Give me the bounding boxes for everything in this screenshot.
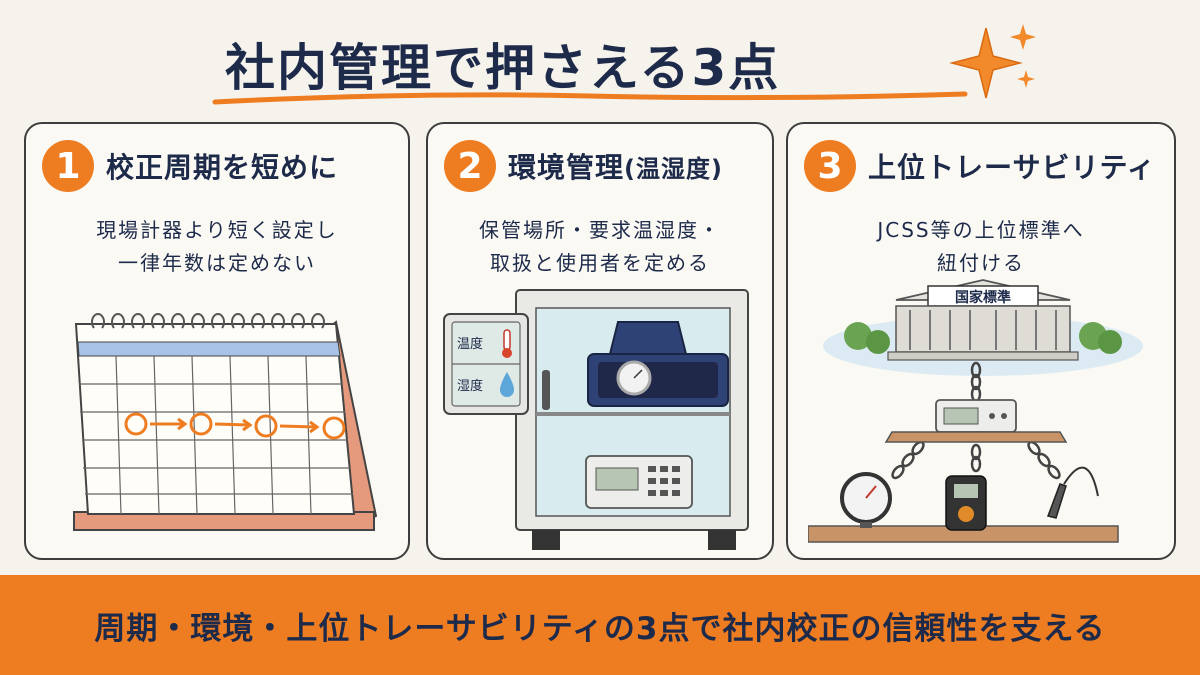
page-title: 社内管理で押さえる3点 [225,39,781,97]
summary-banner: 周期・環境・上位トレーサビリティの3点で社内校正の信頼性を支える [0,575,1200,675]
desc-line: 保管場所・要求温湿度・ [479,218,721,242]
step-number-badge: 2 [444,140,496,192]
card-description: 現場計器より短く設定し 一律年数は定めない [26,214,408,280]
cabinet-icon: 温度 湿度 [443,289,749,550]
title-underline [212,91,968,105]
card-title-main: 環境管理 [508,151,625,184]
gauge-icon [840,472,892,528]
step-number-badge: 1 [42,140,94,192]
desc-line: 一律年数は定めない [118,251,316,275]
card-header: 1 校正周期を短めに [42,140,338,192]
desc-line: JCSS等の上位標準へ [877,218,1085,242]
card-header: 2 環境管理(温湿度) [444,140,723,192]
card-title: 環境管理(温湿度) [508,146,723,186]
calendar-icon [73,313,378,531]
card-title: 校正周期を短めに [106,151,339,184]
card-description: JCSS等の上位標準へ 紐付ける [788,214,1174,280]
card-traceability: 3 上位トレーサビリティ JCSS等の上位標準へ 紐付ける 国家標準 [786,122,1176,560]
desc-line: 紐付ける [937,251,1025,275]
desc-line: 取扱と使用者を定める [490,251,710,275]
banner-text: 周期・環境・上位トレーサビリティの3点で社内校正の信頼性を支える [94,610,1106,647]
water-drop-icon [500,372,514,397]
building-label: 国家標準 [955,289,1011,306]
building-icon: 国家標準 [823,279,1143,376]
header: 社内管理で押さえる3点 [0,18,1200,108]
panel-temp-label: 温度 [457,336,483,352]
card-description: 保管場所・要求温湿度・ 取扱と使用者を定める [428,214,772,280]
panel-humidity-label: 湿度 [457,378,483,394]
sparkle-icon [949,24,1036,99]
traceability-illustration: 国家標準 [808,279,1143,543]
card-title-paren: (温湿度) [624,155,723,183]
card-environment: 2 環境管理(温湿度) 保管場所・要求温湿度・ 取扱と使用者を定める 温度 [426,122,774,560]
thermometer-icon [502,329,512,358]
card-header: 3 上位トレーサビリティ [804,140,1156,192]
step-number-badge: 3 [804,140,856,192]
card-cycle: 1 校正周期を短めに 現場計器より短く設定し 一律年数は定めない [24,122,410,560]
desc-line: 現場計器より短く設定し [96,218,338,242]
card-title: 上位トレーサビリティ [868,151,1156,184]
